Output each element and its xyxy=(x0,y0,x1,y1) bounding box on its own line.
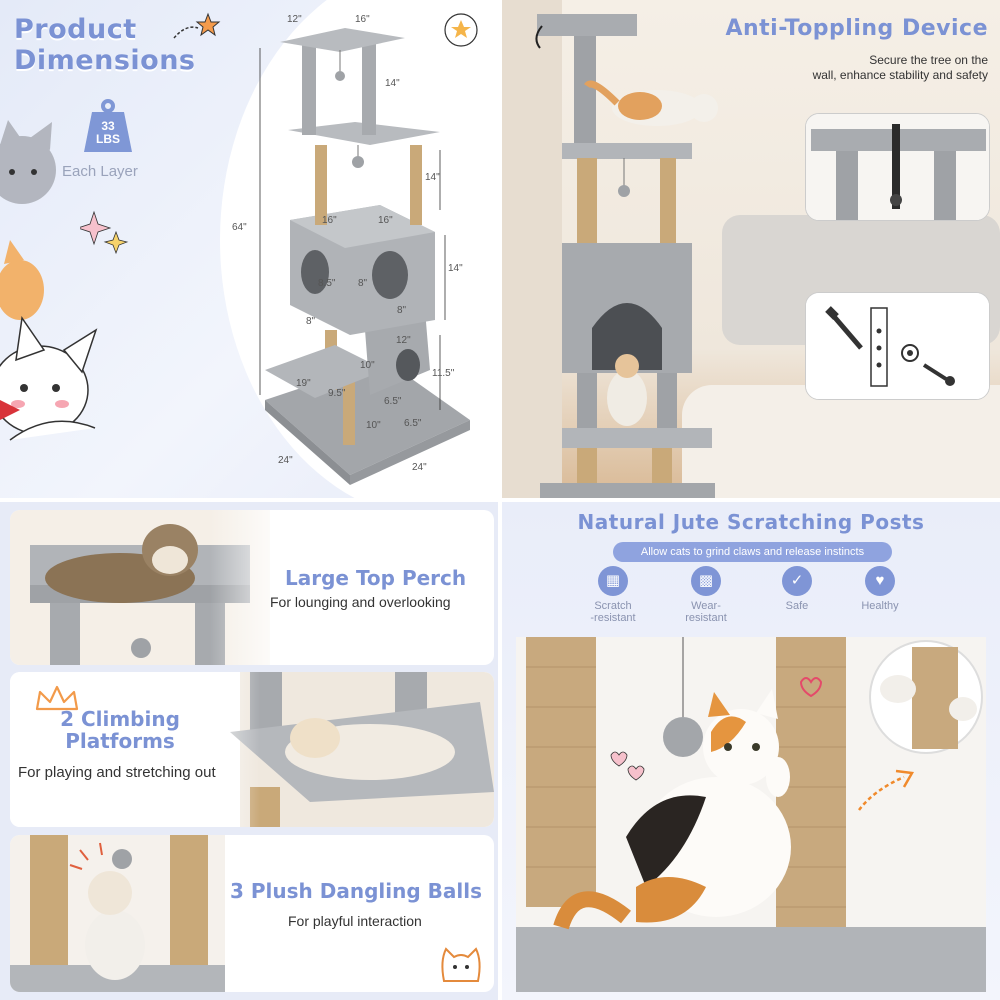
dim-label: 14" xyxy=(448,263,463,274)
anti-topple-title: Anti-Toppling Device xyxy=(725,16,988,41)
weight-text: 33 LBS xyxy=(80,120,136,146)
features-panel: Large Top Perch For lounging and overloo… xyxy=(0,502,498,1000)
anti-topple-desc-line1: Secure the tree on the xyxy=(869,53,988,67)
feature-label: Safe xyxy=(752,600,842,612)
dim-label: 16" xyxy=(355,14,370,25)
screw-diagram-inset xyxy=(805,292,990,400)
dim-label: 8.5" xyxy=(318,278,336,289)
feature-title-line1: 2 Climbing xyxy=(60,707,180,731)
dimensions-title: Product Dimensions xyxy=(14,14,196,76)
weight-value: 33 xyxy=(101,119,115,133)
dim-label: 12" xyxy=(396,335,411,346)
heart-icon: ♥ xyxy=(865,566,895,596)
card-fade xyxy=(190,672,260,827)
dim-label: 9.5" xyxy=(328,388,346,399)
cartoon-cats-illustration xyxy=(0,120,98,441)
scratching-cat-photo xyxy=(516,637,986,992)
dimensions-title-line2: Dimensions xyxy=(14,45,196,76)
feature-label-line1: Safe xyxy=(785,600,809,612)
feature-title: Large Top Perch xyxy=(285,566,467,590)
dimensions-title-line1: Product xyxy=(14,14,137,45)
weight-note: Each Layer xyxy=(62,163,138,180)
cat-face-icon xyxy=(444,13,478,47)
feature-title: 2 Climbing Platforms xyxy=(30,708,210,752)
jute-title: Natural Jute Scratching Posts xyxy=(577,510,925,534)
jute-pill-banner: Allow cats to grind claws and release in… xyxy=(613,542,892,562)
floor-rug xyxy=(682,385,1000,498)
dim-label: 12" xyxy=(287,14,302,25)
dangling-balls-photo xyxy=(10,835,225,992)
feature-label: Wear- resistant xyxy=(661,600,751,624)
dim-label: 14" xyxy=(385,78,400,89)
feature-scratch-resistant: ▦ Scratch -resistant xyxy=(568,566,658,624)
arrow-icon xyxy=(858,769,915,811)
dim-label: 6.5" xyxy=(384,396,402,407)
dim-label: 24" xyxy=(412,462,427,473)
cat-tree-photo xyxy=(535,14,718,498)
crown-icon xyxy=(35,685,79,711)
feature-safe: ✓ Safe xyxy=(752,566,842,612)
dim-label: 24" xyxy=(278,455,293,466)
feature-card: 3 Plush Dangling Balls For playful inter… xyxy=(10,835,494,992)
sparkle-icon xyxy=(80,210,129,255)
feature-card: 2 Climbing Platforms For playing and str… xyxy=(10,672,494,827)
feature-title: 3 Plush Dangling Balls xyxy=(230,879,482,903)
cat-face-icon xyxy=(441,947,481,982)
dim-label: 16" xyxy=(378,215,393,226)
feature-subtitle: For playing and stretching out xyxy=(18,764,216,781)
dim-label: 64" xyxy=(232,222,247,233)
climbing-platform-photo xyxy=(10,672,494,827)
dim-label: 6.5" xyxy=(404,418,422,429)
feature-label-line1: Healthy xyxy=(861,600,899,612)
wear-icon: ▩ xyxy=(691,566,721,596)
anti-topple-desc: Secure the tree on the wall, enhance sta… xyxy=(813,53,988,83)
card-fade xyxy=(210,510,290,665)
feature-subtitle: For playful interaction xyxy=(288,913,422,929)
wall-shadow xyxy=(502,0,562,498)
scratch-icon: ▦ xyxy=(598,566,628,596)
feature-title-line2: Platforms xyxy=(65,729,175,753)
star-icon xyxy=(173,12,221,39)
strap-closeup-inset xyxy=(805,113,990,221)
anti-topple-panel: Anti-Toppling Device Secure the tree on … xyxy=(502,0,1000,498)
jute-panel: Natural Jute Scratching Posts Allow cats… xyxy=(502,502,1000,1000)
feature-subtitle: For lounging and overlooking xyxy=(270,594,451,610)
shield-icon: ✓ xyxy=(782,566,812,596)
dim-label: 11.5" xyxy=(432,368,455,379)
dim-label: 10" xyxy=(366,420,381,431)
weight-unit: LBS xyxy=(96,132,120,146)
dim-label: 8" xyxy=(306,316,316,327)
dim-label: 14" xyxy=(425,172,440,183)
paw-closeup-inset xyxy=(869,640,983,754)
dim-label: 8" xyxy=(397,305,407,316)
feature-label: Healthy xyxy=(835,600,925,612)
cat-tree-diagram xyxy=(259,28,470,485)
feature-wear-resistant: ▩ Wear- resistant xyxy=(661,566,751,624)
feature-card: Large Top Perch For lounging and overloo… xyxy=(10,510,494,665)
weight-badge: 33 LBS xyxy=(80,98,136,154)
weight-icon xyxy=(84,99,132,152)
dim-label: 19" xyxy=(296,378,311,389)
dim-label: 16" xyxy=(322,215,337,226)
product-dimensions-panel: Product Dimensions 33 LBS Each Layer xyxy=(0,0,498,498)
feature-label-line1: Wear- xyxy=(691,600,721,612)
anti-topple-desc-line2: wall, enhance stability and safety xyxy=(812,68,988,82)
feature-label-line2: resistant xyxy=(685,612,727,624)
screw-diagram-image xyxy=(806,293,989,399)
feature-label: Scratch -resistant xyxy=(568,600,658,624)
feature-healthy: ♥ Healthy xyxy=(835,566,925,612)
feature-label-line2: -resistant xyxy=(590,612,636,624)
strap-closeup-image xyxy=(806,114,989,220)
dim-label: 8" xyxy=(358,278,368,289)
dim-label: 10" xyxy=(360,360,375,371)
feature-label-line1: Scratch xyxy=(594,600,632,612)
